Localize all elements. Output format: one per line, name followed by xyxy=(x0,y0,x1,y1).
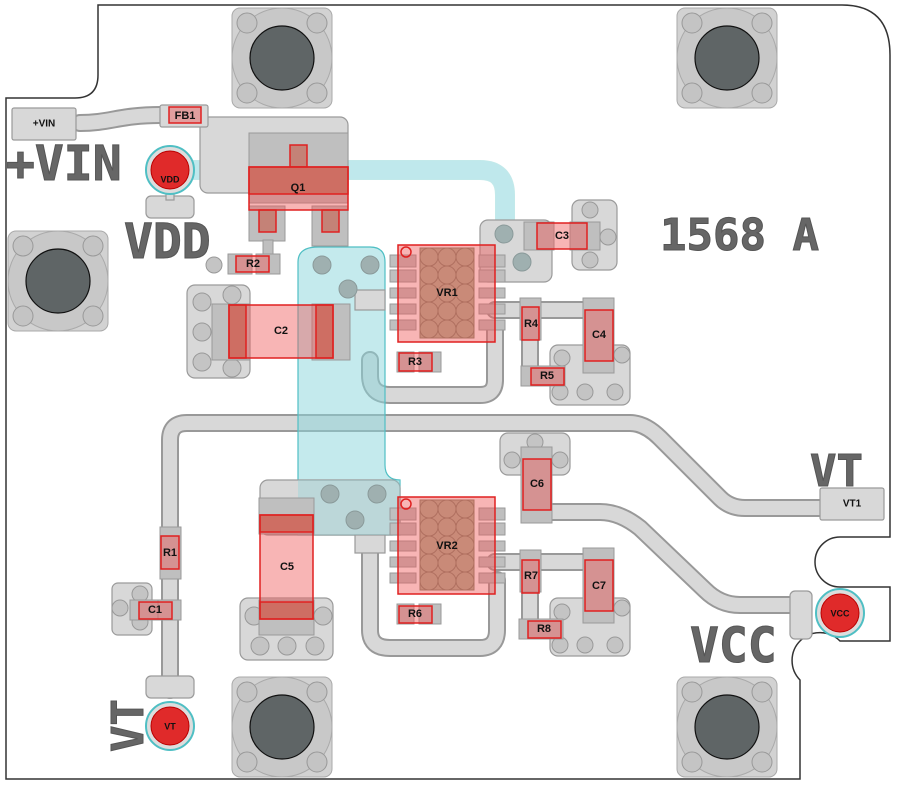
fb1-component[interactable]: FB1 xyxy=(168,106,202,124)
mounting-hole-left xyxy=(7,230,109,332)
vr1-pin1-marker xyxy=(400,246,412,258)
board-title-mark: 1568 A xyxy=(660,210,819,261)
r1-label: R1 xyxy=(163,547,177,559)
silkscreen-vdd: VDD xyxy=(124,214,211,270)
r4-component[interactable]: R4 xyxy=(519,297,542,341)
c5-component[interactable]: C5 xyxy=(258,497,315,636)
vr2-thermal-vias xyxy=(419,499,475,591)
r2-label: R2 xyxy=(246,258,260,270)
r3-label: R3 xyxy=(408,356,422,368)
r5-label: R5 xyxy=(540,370,554,382)
c6-label: C6 xyxy=(530,478,544,490)
r5-component[interactable]: R5 xyxy=(520,365,566,387)
r4-label: R4 xyxy=(524,318,539,330)
testpoint-vt-label: VT xyxy=(164,721,176,731)
mounting-hole-top-left xyxy=(231,7,333,109)
c6-component[interactable]: C6 xyxy=(520,446,553,524)
mounting-hole-top-right xyxy=(676,7,778,109)
r7-label: R7 xyxy=(524,570,538,582)
silkscreen-vt-right: VT xyxy=(810,446,863,497)
vr1-label: VR1 xyxy=(436,287,457,299)
c2-label: C2 xyxy=(274,325,288,337)
q1-label: Q1 xyxy=(291,182,306,194)
c2-component[interactable]: C2 xyxy=(211,303,351,361)
r7-component[interactable]: R7 xyxy=(519,549,542,594)
vr1-component[interactable]: VR1 xyxy=(389,244,506,343)
testpoint-vcc-label: VCC xyxy=(830,608,850,618)
c1-label: C1 xyxy=(148,604,162,616)
c3-label: C3 xyxy=(555,230,569,242)
silkscreen-vin: +VIN xyxy=(6,136,122,192)
silkscreen-vt-left: VT xyxy=(103,699,154,752)
vr2-component[interactable]: VR2 xyxy=(389,496,506,595)
vt1-pad-label: VT1 xyxy=(843,499,862,510)
vr2-label: VR2 xyxy=(436,540,457,552)
silkscreen-vcc: VCC xyxy=(690,618,777,674)
r6-label: R6 xyxy=(408,608,422,620)
r3-component[interactable]: R3 xyxy=(396,351,442,373)
r8-component[interactable]: R8 xyxy=(518,618,564,640)
c1-component[interactable]: C1 xyxy=(129,599,182,621)
fb1-label: FB1 xyxy=(175,110,196,122)
testpoint-vt[interactable]: VT xyxy=(145,701,195,751)
q1-component[interactable]: Q1 xyxy=(248,132,349,247)
r1-component[interactable]: R1 xyxy=(159,526,182,580)
c4-label: C4 xyxy=(592,329,607,341)
vr2-pin1-marker xyxy=(400,498,412,510)
vt1-connector-pad[interactable]: VT1 xyxy=(843,499,862,510)
zone-overlay xyxy=(298,224,532,535)
mounting-hole-bottom-right xyxy=(676,676,778,778)
c3-component[interactable]: C3 xyxy=(523,221,601,251)
testpoint-vcc[interactable]: VCC xyxy=(815,588,865,638)
r8-label: R8 xyxy=(537,623,551,635)
vr1-thermal-vias xyxy=(419,247,475,339)
c5-label: C5 xyxy=(280,561,294,573)
testpoint-vdd[interactable]: VDD xyxy=(145,145,195,201)
vin-pad-label: +VIN xyxy=(33,119,56,130)
c7-component[interactable]: C7 xyxy=(582,547,615,624)
r6-component[interactable]: R6 xyxy=(396,603,442,625)
testpoint-vdd-label: VDD xyxy=(160,174,180,184)
mounting-hole-bottom-left xyxy=(231,676,333,778)
vin-connector-pad[interactable]: +VIN xyxy=(33,119,56,130)
c4-component[interactable]: C4 xyxy=(582,297,615,374)
c7-label: C7 xyxy=(592,580,606,592)
r2-component[interactable]: R2 xyxy=(205,239,281,275)
